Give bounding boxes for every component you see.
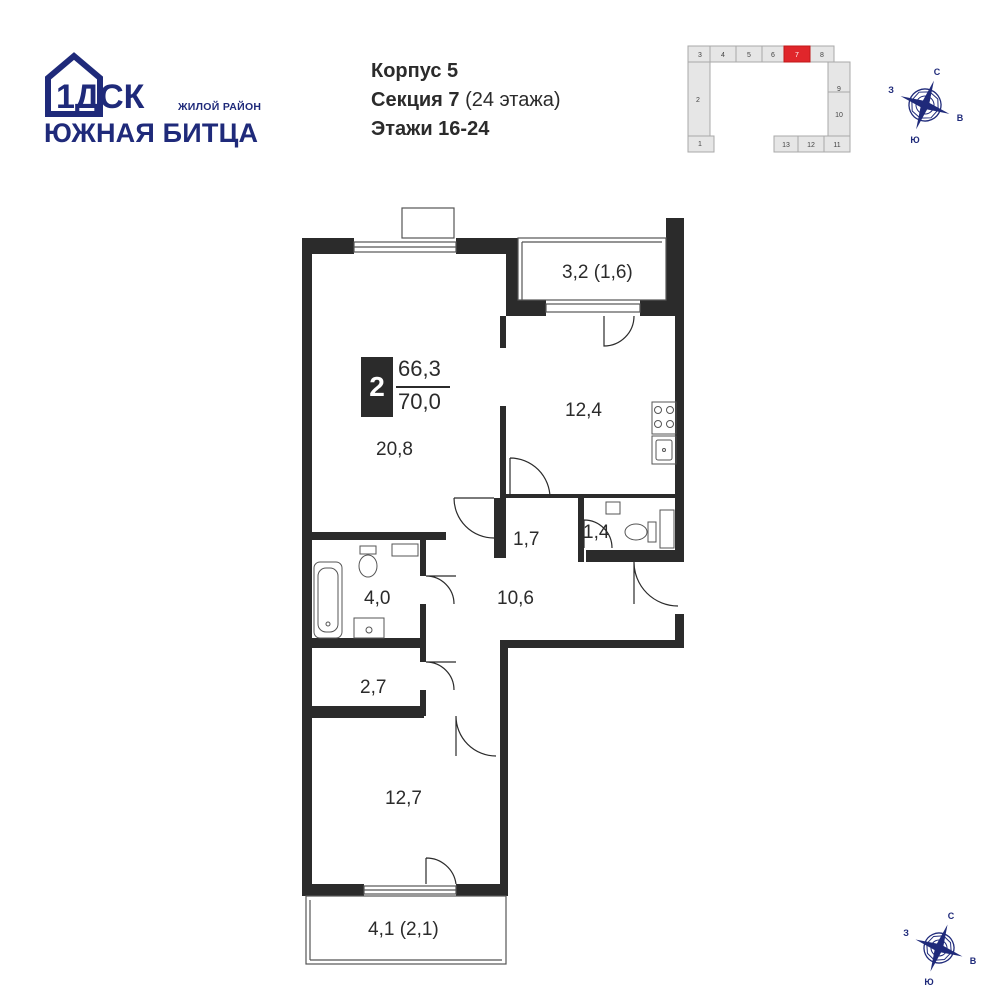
keyplan-section-7	[783, 45, 811, 63]
compass-icon: С Ю В З	[888, 67, 964, 145]
room-hall: 10,6	[497, 588, 534, 609]
room-balcony-bottom: 4,1 (2,1)	[368, 919, 439, 940]
floors-label: Этажи 16-24	[371, 118, 490, 140]
svg-text:1: 1	[698, 141, 702, 148]
svg-text:13: 13	[782, 142, 790, 149]
living-area: 66,3	[398, 356, 441, 381]
total-area: 70,0	[398, 389, 441, 414]
svg-text:В: В	[957, 113, 964, 123]
key-plan: 1 2 3 4 5 6 7 8 9 10 11 12 13	[687, 45, 851, 153]
room-bathroom: 4,0	[364, 588, 391, 609]
brand-name: ЮЖНАЯ БИТЦА	[44, 118, 259, 148]
svg-text:3: 3	[698, 52, 702, 59]
room-storage: 2,7	[360, 677, 387, 698]
svg-text:2: 2	[696, 97, 700, 104]
room-count-badge: 2	[361, 357, 393, 417]
svg-text:З: З	[903, 928, 909, 938]
svg-text:7: 7	[795, 52, 799, 59]
svg-text:Ю: Ю	[924, 977, 933, 987]
section-label: Секция 7 (24 этажа)	[371, 89, 561, 111]
svg-text:4: 4	[721, 52, 725, 59]
room-wc: 1,4	[583, 522, 610, 543]
svg-text:В: В	[970, 956, 977, 966]
building-label: Корпус 5	[371, 60, 459, 82]
svg-text:10: 10	[835, 112, 843, 119]
room-living: 20,8	[376, 439, 413, 460]
svg-text:З: З	[888, 85, 894, 95]
room-balcony-top: 3,2 (1,6)	[562, 262, 633, 283]
svg-text:5: 5	[747, 52, 751, 59]
svg-text:С: С	[934, 67, 941, 77]
svg-text:8: 8	[820, 52, 824, 59]
svg-text:Ю: Ю	[910, 135, 919, 145]
svg-text:С: С	[948, 911, 955, 921]
svg-text:12: 12	[807, 142, 815, 149]
badge-divider	[396, 386, 450, 388]
svg-text:6: 6	[771, 52, 775, 59]
brand-subtitle: ЖИЛОЙ РАЙОН	[178, 101, 262, 113]
brand-logo: 1ДСК	[45, 52, 145, 117]
svg-text:11: 11	[833, 142, 840, 149]
svg-text:9: 9	[837, 86, 841, 93]
logo-text: 1ДСК	[56, 78, 145, 116]
room-bedroom: 12,7	[385, 788, 422, 809]
room-closet: 1,7	[513, 529, 540, 550]
compass-icon-bottom: С Ю В З	[903, 911, 977, 987]
room-kitchen: 12,4	[565, 400, 602, 421]
